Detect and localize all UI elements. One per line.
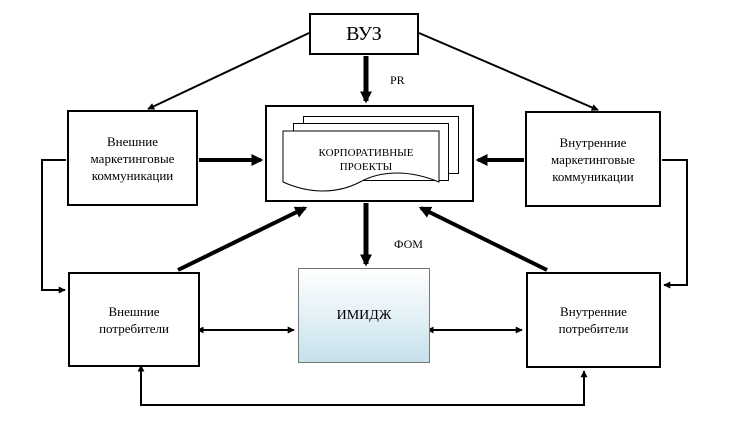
node-external-marketing-communications: Внешние маркетинговые коммуникации xyxy=(67,110,198,206)
document-stack-icon xyxy=(282,130,440,192)
arrow-vuz-to-external-comm xyxy=(147,32,310,110)
node-external-consumers-line-2: потребители xyxy=(99,320,169,336)
node-image-label: ИМИДЖ xyxy=(336,308,392,323)
node-internal-consumers-line-1: Внутренние xyxy=(560,304,627,319)
node-image: ИМИДЖ xyxy=(298,268,430,363)
node-internal-comm-line-2: маркетинговые xyxy=(551,151,635,167)
node-internal-marketing-communications: Внутренние маркетинговые коммуникации xyxy=(525,111,661,207)
arrow-external-consumers-to-projects xyxy=(177,206,308,272)
edge-label-pr: PR xyxy=(390,73,405,87)
arrow-vuz-to-internal-comm xyxy=(418,32,599,111)
node-external-comm-line-2: маркетинговые xyxy=(90,150,175,166)
node-vuz-label: ВУЗ xyxy=(346,22,382,45)
arrow-internal-consumers-to-projects xyxy=(418,206,548,272)
node-vuz: ВУЗ xyxy=(309,13,419,55)
node-external-consumers: Внешние потребители xyxy=(68,272,200,367)
node-internal-comm-line-3: коммуникации xyxy=(552,168,634,184)
node-corporate-projects-line-2: ПРОЕКТЫ xyxy=(339,161,393,173)
node-external-consumers-line-1: Внешние xyxy=(108,303,160,319)
arrow-consumers-bottom-link xyxy=(137,364,588,406)
node-internal-consumers: Внутренние потребители xyxy=(526,272,661,368)
node-internal-comm-line-1: Внутренние xyxy=(559,134,627,150)
arrow-internal-comm-to-internal-consumers xyxy=(662,159,688,289)
edge-label-fom: ФОМ xyxy=(394,237,423,251)
node-external-comm-line-3: коммуникации xyxy=(91,167,174,183)
node-external-comm-line-1: Внешние xyxy=(106,133,159,149)
node-corporate-projects-label: КОРПОРАТИВНЫЕ ПРОЕКТЫ xyxy=(286,146,446,174)
node-corporate-projects-line-1: КОРПОРАТИВНЫЕ xyxy=(318,147,414,159)
node-internal-consumers-line-2: потребители xyxy=(558,321,629,336)
arrow-external-comm-to-external-consumers xyxy=(41,159,66,294)
